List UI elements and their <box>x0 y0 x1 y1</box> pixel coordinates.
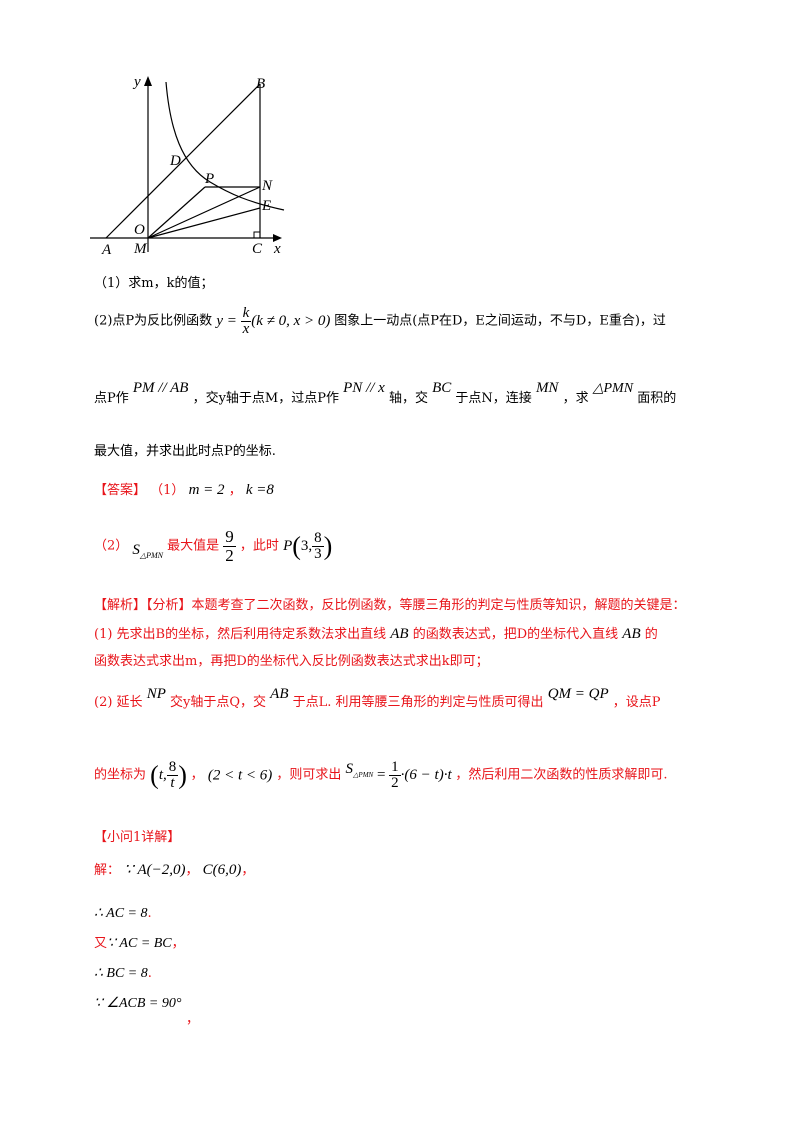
func-num: k <box>240 305 252 322</box>
y-axis-arrow <box>144 76 152 86</box>
solution-tag: 【小问1详解】 <box>94 830 181 845</box>
label-b: B <box>256 76 265 92</box>
analysis-tag-1: 【解析】 <box>94 598 147 613</box>
analysis-line-1: 【解析】【分析】本题考查了二次函数，反比例函数，等腰三角形的判定与性质等知识，解… <box>94 598 686 614</box>
answer-k: k =8 <box>245 482 274 498</box>
func-cond: (k ≠ 0, x > 0) <box>251 312 331 329</box>
func-den: x <box>242 321 250 337</box>
func-lhs: y = <box>216 312 237 329</box>
question-2-line-2: 点P作 PM // AB ，交y轴于点M，过点P作 PN // x 轴，交 BC… <box>94 380 677 407</box>
answer-max-den: 2 <box>225 546 234 565</box>
q2-text-b: 图象上一动点(点P在D，E之间运动，不与D，E重合)，过 <box>334 313 666 329</box>
answer-max-text: 最大值是 <box>167 538 220 554</box>
label-e: E <box>261 198 271 214</box>
question-2-line-3: 最大值，并求出此时点P的坐标. <box>94 444 276 459</box>
label-x: x <box>273 241 281 257</box>
label-a: A <box>101 242 112 258</box>
segment-me <box>147 207 261 239</box>
func-fraction: k x <box>240 305 252 337</box>
analysis-line-4: (2) 延长 NP 交y轴于点Q，交 AB 于点L. 利用等腰三角形的判定与性质… <box>94 686 661 710</box>
solution-line-3: 又∵ AC = BC， <box>94 936 185 951</box>
point-a: ∵ A(−2,0) <box>124 862 186 878</box>
ab-2: AB <box>622 626 641 642</box>
analysis-tag-2: 【分析】 <box>146 598 192 613</box>
answer-s-sub: △PMN <box>139 550 163 560</box>
point-c: C(6,0) <box>202 862 242 878</box>
geometry-figure: y x B D P N E A O M C <box>90 74 285 258</box>
right-angle-mark <box>253 231 260 238</box>
solution-line-4: ∴ BC = 8. <box>94 966 152 981</box>
answer-max-num: 9 <box>223 527 236 547</box>
q2-text-c: 点P作 <box>94 391 129 406</box>
label-o: O <box>134 222 145 238</box>
label-d: D <box>169 153 181 169</box>
x-axis-arrow <box>273 234 282 242</box>
answer-p2-prefix: （2） <box>94 538 129 554</box>
mn-seg: MN <box>535 380 559 396</box>
hyperbola-curve <box>165 81 285 211</box>
q2-text-a: (2)点P为反比例函数 <box>94 313 213 329</box>
label-n: N <box>261 178 273 194</box>
pm-ab: PM // AB <box>132 380 189 396</box>
tri-pmn: △PMN <box>592 381 634 396</box>
answer-p1-prefix: （1） <box>150 483 185 498</box>
q2-text-d: ，交y轴于点M，过点P作 <box>192 391 339 406</box>
analysis-line-2: (1) 先求出B的坐标，然后利用待定系数法求出直线 AB 的函数表达式，把D的坐… <box>94 626 658 642</box>
np-seg: NP <box>146 686 166 702</box>
qm-qp: QM = QP <box>547 686 609 702</box>
label-y: y <box>132 74 141 90</box>
question-1: （1）求m，k的值； <box>94 276 214 291</box>
label-c: C <box>252 241 263 257</box>
answer-max-frac: 9 2 <box>223 528 236 565</box>
answer-s: S△PMN <box>132 541 163 560</box>
label-p: P <box>204 171 214 187</box>
q2-text-h: 面积的 <box>637 391 677 406</box>
answer-at-text: ，此时 <box>239 538 279 554</box>
analysis-line-3: 函数表达式求出m，再把D的坐标代入反比例函数表达式求出k即可； <box>94 654 489 669</box>
answer-line-1: 【答案】 （1） m = 2 ， k =8 <box>94 482 274 499</box>
solution-line-2: ∴ AC = 8. <box>94 906 152 921</box>
solution-line-1: 解： ∵ A(−2,0)， C(6,0)， <box>94 862 255 878</box>
q2-text-e: 轴，交 <box>388 391 428 406</box>
pn-x: PN // x <box>343 380 385 396</box>
t-range: (2 < t < 6) <box>207 767 273 784</box>
label-m: M <box>133 241 148 257</box>
solution-line-5-comma: ， <box>186 1012 200 1027</box>
question-2-line-1: (2)点P为反比例函数 y = k x (k ≠ 0, x > 0) 图象上一动… <box>94 306 666 337</box>
line-ab <box>105 83 261 239</box>
q2-function: y = k x (k ≠ 0, x > 0) <box>216 306 334 337</box>
q2-text-f: 于点N，连接 <box>455 391 532 406</box>
answer-tag: 【答案】 <box>94 483 147 498</box>
segment-mn <box>147 186 261 239</box>
ab-3: AB <box>270 686 289 702</box>
analysis-intro: 本题考查了二次函数，反比例函数，等腰三角形的判定与性质等知识，解题的关键是： <box>191 598 686 613</box>
bc-seg: BC <box>432 380 452 396</box>
solution-line-5: ∵ ∠ACB = 90° <box>94 996 182 1011</box>
ab-1: AB <box>390 626 409 642</box>
answer-m: m = 2 <box>188 482 225 498</box>
q2-text-g: ，求 <box>562 391 589 406</box>
segment-pm <box>147 186 206 239</box>
answer-sep: ， <box>228 483 242 498</box>
